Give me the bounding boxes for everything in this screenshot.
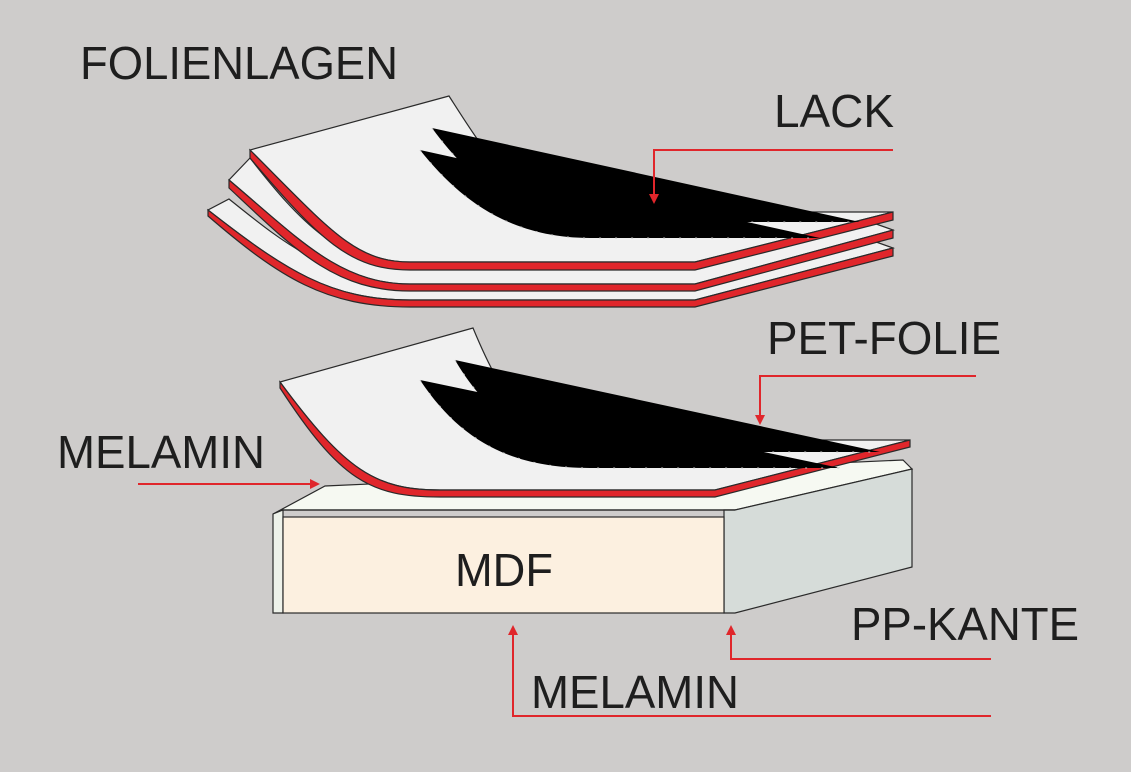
label-melamin-left: MELAMIN: [57, 426, 265, 478]
label-pet-folie: PET-FOLIE: [767, 312, 1001, 364]
foil-sheet-3: [206, 198, 896, 308]
lack-arrow: [649, 149, 893, 204]
label-melamin-bottom: MELAMIN: [531, 666, 739, 718]
pet-folie-sheet: [279, 327, 911, 498]
label-mdf: MDF: [455, 544, 553, 596]
label-pp-kante: PP-KANTE: [851, 598, 1079, 650]
leader-lines: [138, 149, 991, 717]
label-folienlagen: FOLIENLAGEN: [80, 37, 398, 89]
foil-layers: [206, 95, 896, 308]
pet-folie-arrow: [755, 375, 976, 425]
label-lack: LACK: [774, 85, 894, 137]
pp-kante-arrow: [726, 625, 991, 660]
foil-sheet-1: [248, 95, 894, 271]
mdf-front-face: [282, 516, 725, 614]
melamin-bottom-arrow: [508, 625, 991, 717]
